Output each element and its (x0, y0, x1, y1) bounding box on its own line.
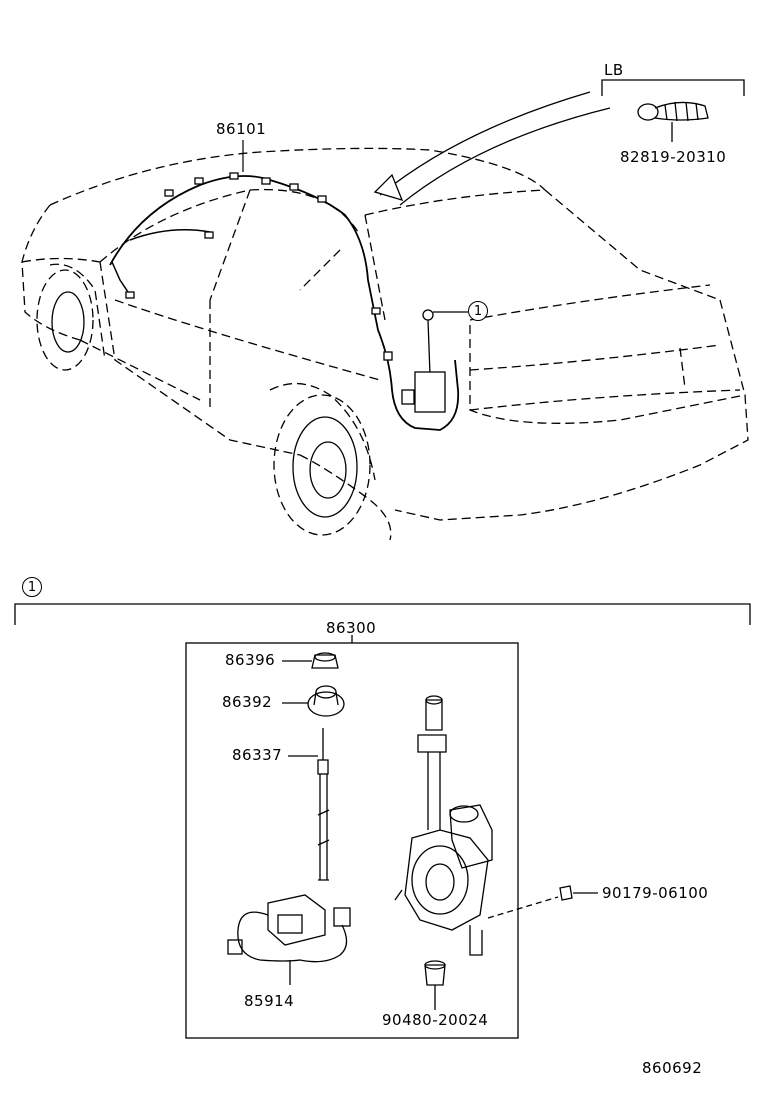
label-clip: 82819-20310 (620, 148, 727, 166)
wire-harness (109, 175, 460, 431)
ref-marker-car: 1 (468, 301, 488, 321)
label-rod: 86337 (232, 746, 283, 764)
label-relay: 85914 (244, 992, 295, 1010)
label-group-lb: LB (604, 61, 624, 79)
clip-part (637, 101, 709, 142)
ref-marker-section: 1 (22, 577, 42, 597)
section-divider (14, 603, 751, 625)
antenna-motor-assembly (394, 695, 493, 956)
label-antenna-assy: 86300 (326, 619, 377, 637)
rear-wheel (273, 394, 371, 536)
harness-connectors (125, 172, 393, 361)
screw-part (487, 885, 598, 919)
label-wire-harness: 86101 (216, 120, 267, 138)
label-bushing: 90480-20024 (382, 1011, 489, 1029)
relay-part (227, 894, 351, 985)
pointer-arrow (379, 91, 611, 206)
pad-part (282, 685, 345, 717)
bushing-part (424, 960, 446, 1010)
rod-part (288, 728, 330, 881)
front-wheel (36, 269, 94, 371)
label-pad: 86392 (222, 693, 273, 711)
label-nut: 86396 (225, 651, 276, 669)
drawing-number: 860692 (642, 1059, 703, 1077)
car-body-outline (21, 147, 749, 541)
nut-part (282, 652, 339, 669)
label-screw: 90179-06100 (602, 884, 709, 902)
lb-bracket (601, 79, 745, 96)
trunk-antenna-assy (401, 309, 468, 413)
